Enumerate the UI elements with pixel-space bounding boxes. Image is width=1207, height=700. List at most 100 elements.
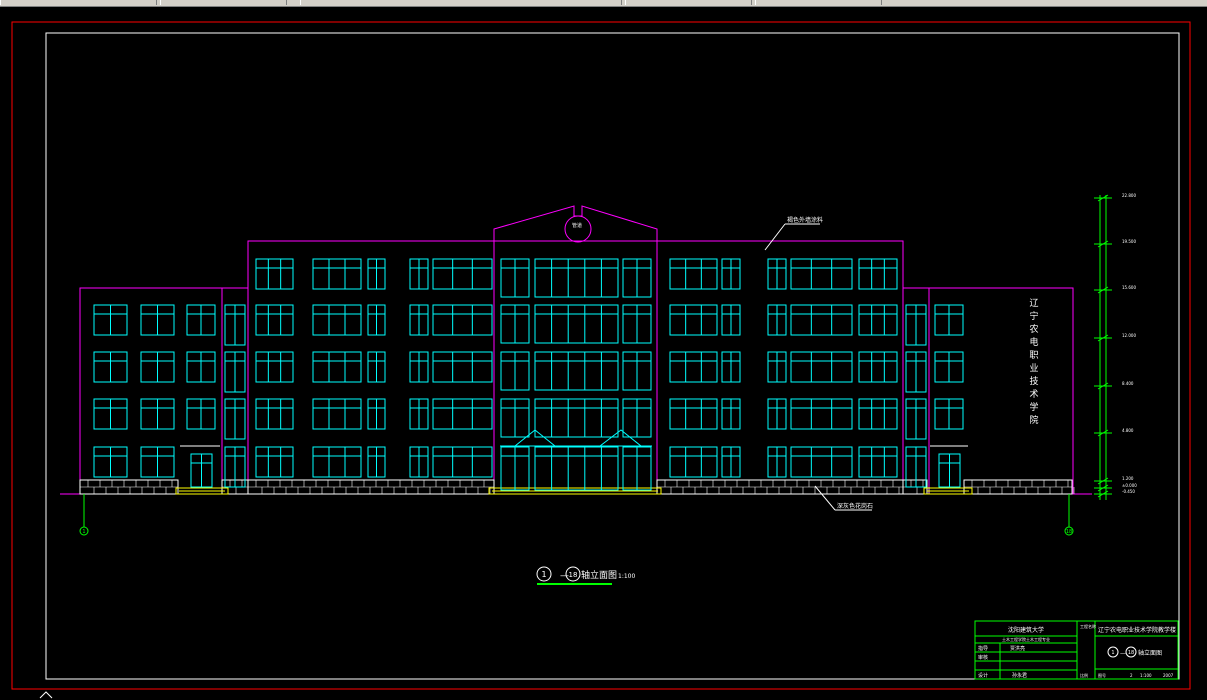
window bbox=[767, 446, 787, 478]
title-scale: 1:100 bbox=[618, 573, 635, 580]
window bbox=[858, 258, 898, 290]
window bbox=[409, 258, 429, 290]
elevation-dimensions: 22.80019.50015.60012.0008.4004.8001.200±… bbox=[1094, 193, 1137, 500]
window bbox=[669, 398, 718, 430]
vertical-name-char: 学 bbox=[1029, 401, 1038, 413]
callout-leader bbox=[764, 223, 786, 251]
window bbox=[432, 398, 493, 430]
window bbox=[93, 446, 128, 478]
elevation-label: 8.400 bbox=[1122, 381, 1134, 386]
window bbox=[767, 304, 787, 336]
top-roof-label: 管道 bbox=[572, 222, 582, 229]
vertical-name-char: 院 bbox=[1029, 414, 1038, 426]
window bbox=[190, 453, 213, 488]
entrance-canopy bbox=[599, 429, 642, 447]
axis-label-left: 1 bbox=[82, 529, 85, 535]
window bbox=[140, 398, 175, 430]
window bbox=[790, 351, 853, 383]
tb-no: 2 bbox=[1130, 673, 1133, 678]
vertical-name-char: 电 bbox=[1029, 336, 1038, 348]
callout-roof-text: 褐色外墙涂料 bbox=[787, 216, 823, 224]
window bbox=[534, 351, 619, 391]
toolbar-field[interactable] bbox=[300, 0, 622, 5]
tb-date: 2007 bbox=[1163, 673, 1174, 678]
window bbox=[224, 351, 246, 393]
window bbox=[409, 446, 429, 478]
title-block: 沈阳建筑大学 土木工程学院土木工程专业 指导 贾洪亮 审核 设计 孙永君 工程名… bbox=[974, 620, 1179, 680]
window bbox=[500, 304, 530, 344]
tb-name1: 贾洪亮 bbox=[1010, 645, 1025, 652]
window-grid bbox=[93, 258, 964, 491]
tb-dept: 土木工程学院土木工程专业 bbox=[1002, 636, 1050, 642]
window bbox=[500, 258, 530, 298]
window bbox=[669, 304, 718, 336]
window bbox=[534, 398, 619, 438]
elevation-label: 22.800 bbox=[1122, 193, 1136, 198]
axis-bubble bbox=[79, 526, 89, 536]
window bbox=[500, 446, 530, 491]
window bbox=[767, 351, 787, 383]
entrance-steps bbox=[175, 487, 973, 495]
window bbox=[186, 351, 216, 383]
window bbox=[409, 304, 429, 336]
window bbox=[905, 398, 927, 440]
tb-drawing-name: 轴立面图 bbox=[1138, 649, 1162, 657]
window bbox=[367, 446, 386, 478]
window bbox=[255, 446, 294, 478]
window bbox=[721, 258, 741, 290]
window bbox=[622, 304, 652, 344]
toolbar-field[interactable] bbox=[0, 0, 157, 5]
tb-role3: 设计 bbox=[978, 672, 988, 679]
window bbox=[534, 446, 619, 491]
window bbox=[934, 351, 964, 383]
building-elevation bbox=[79, 205, 1074, 495]
title-circle-end: 18 bbox=[569, 571, 578, 579]
window bbox=[255, 398, 294, 430]
window bbox=[905, 446, 927, 488]
window bbox=[140, 304, 175, 336]
window bbox=[93, 351, 128, 383]
window bbox=[669, 351, 718, 383]
toolbar-field[interactable] bbox=[625, 0, 752, 5]
window bbox=[721, 398, 741, 430]
elevation-label: 15.600 bbox=[1122, 285, 1136, 290]
window bbox=[790, 258, 853, 290]
window bbox=[93, 304, 128, 336]
toolbar-strip bbox=[0, 0, 1207, 7]
window bbox=[767, 258, 787, 290]
cad-drawing-canvas[interactable]: 管道 褐色外墙涂料 深灰色花岗石 辽宁农电职业技术学院 1 18 22.8001… bbox=[0, 6, 1207, 700]
window bbox=[534, 258, 619, 298]
vertical-name-char: 宁 bbox=[1029, 310, 1038, 322]
toolbar-field[interactable] bbox=[755, 0, 882, 5]
window bbox=[432, 351, 493, 383]
window bbox=[858, 446, 898, 478]
window bbox=[432, 446, 493, 478]
window bbox=[790, 304, 853, 336]
tb-dash: — bbox=[1120, 650, 1126, 657]
elevation-label: 1.200 bbox=[1122, 476, 1134, 481]
tb-project-label: 工程名称 bbox=[1080, 623, 1096, 629]
vertical-name-char: 业 bbox=[1029, 363, 1038, 374]
title-dash: — bbox=[560, 571, 569, 581]
elevation-label: -0.450 bbox=[1122, 489, 1135, 494]
tb-school: 沈阳建筑大学 bbox=[1008, 626, 1044, 634]
window bbox=[224, 304, 246, 346]
window bbox=[255, 304, 294, 336]
toolbar-field[interactable] bbox=[160, 0, 287, 5]
window bbox=[622, 258, 652, 298]
axis-label-right: 18 bbox=[1066, 529, 1072, 535]
window bbox=[905, 351, 927, 393]
window bbox=[432, 258, 493, 290]
tb-role2: 审核 bbox=[978, 654, 988, 661]
window bbox=[534, 304, 619, 344]
window bbox=[905, 304, 927, 346]
window bbox=[186, 304, 216, 336]
window bbox=[93, 398, 128, 430]
window bbox=[500, 351, 530, 391]
elevation-label: 12.000 bbox=[1122, 333, 1136, 338]
window bbox=[767, 398, 787, 430]
window bbox=[409, 351, 429, 383]
window bbox=[934, 398, 964, 430]
tb-scale-label: 比例 bbox=[1080, 672, 1088, 678]
window bbox=[721, 351, 741, 383]
